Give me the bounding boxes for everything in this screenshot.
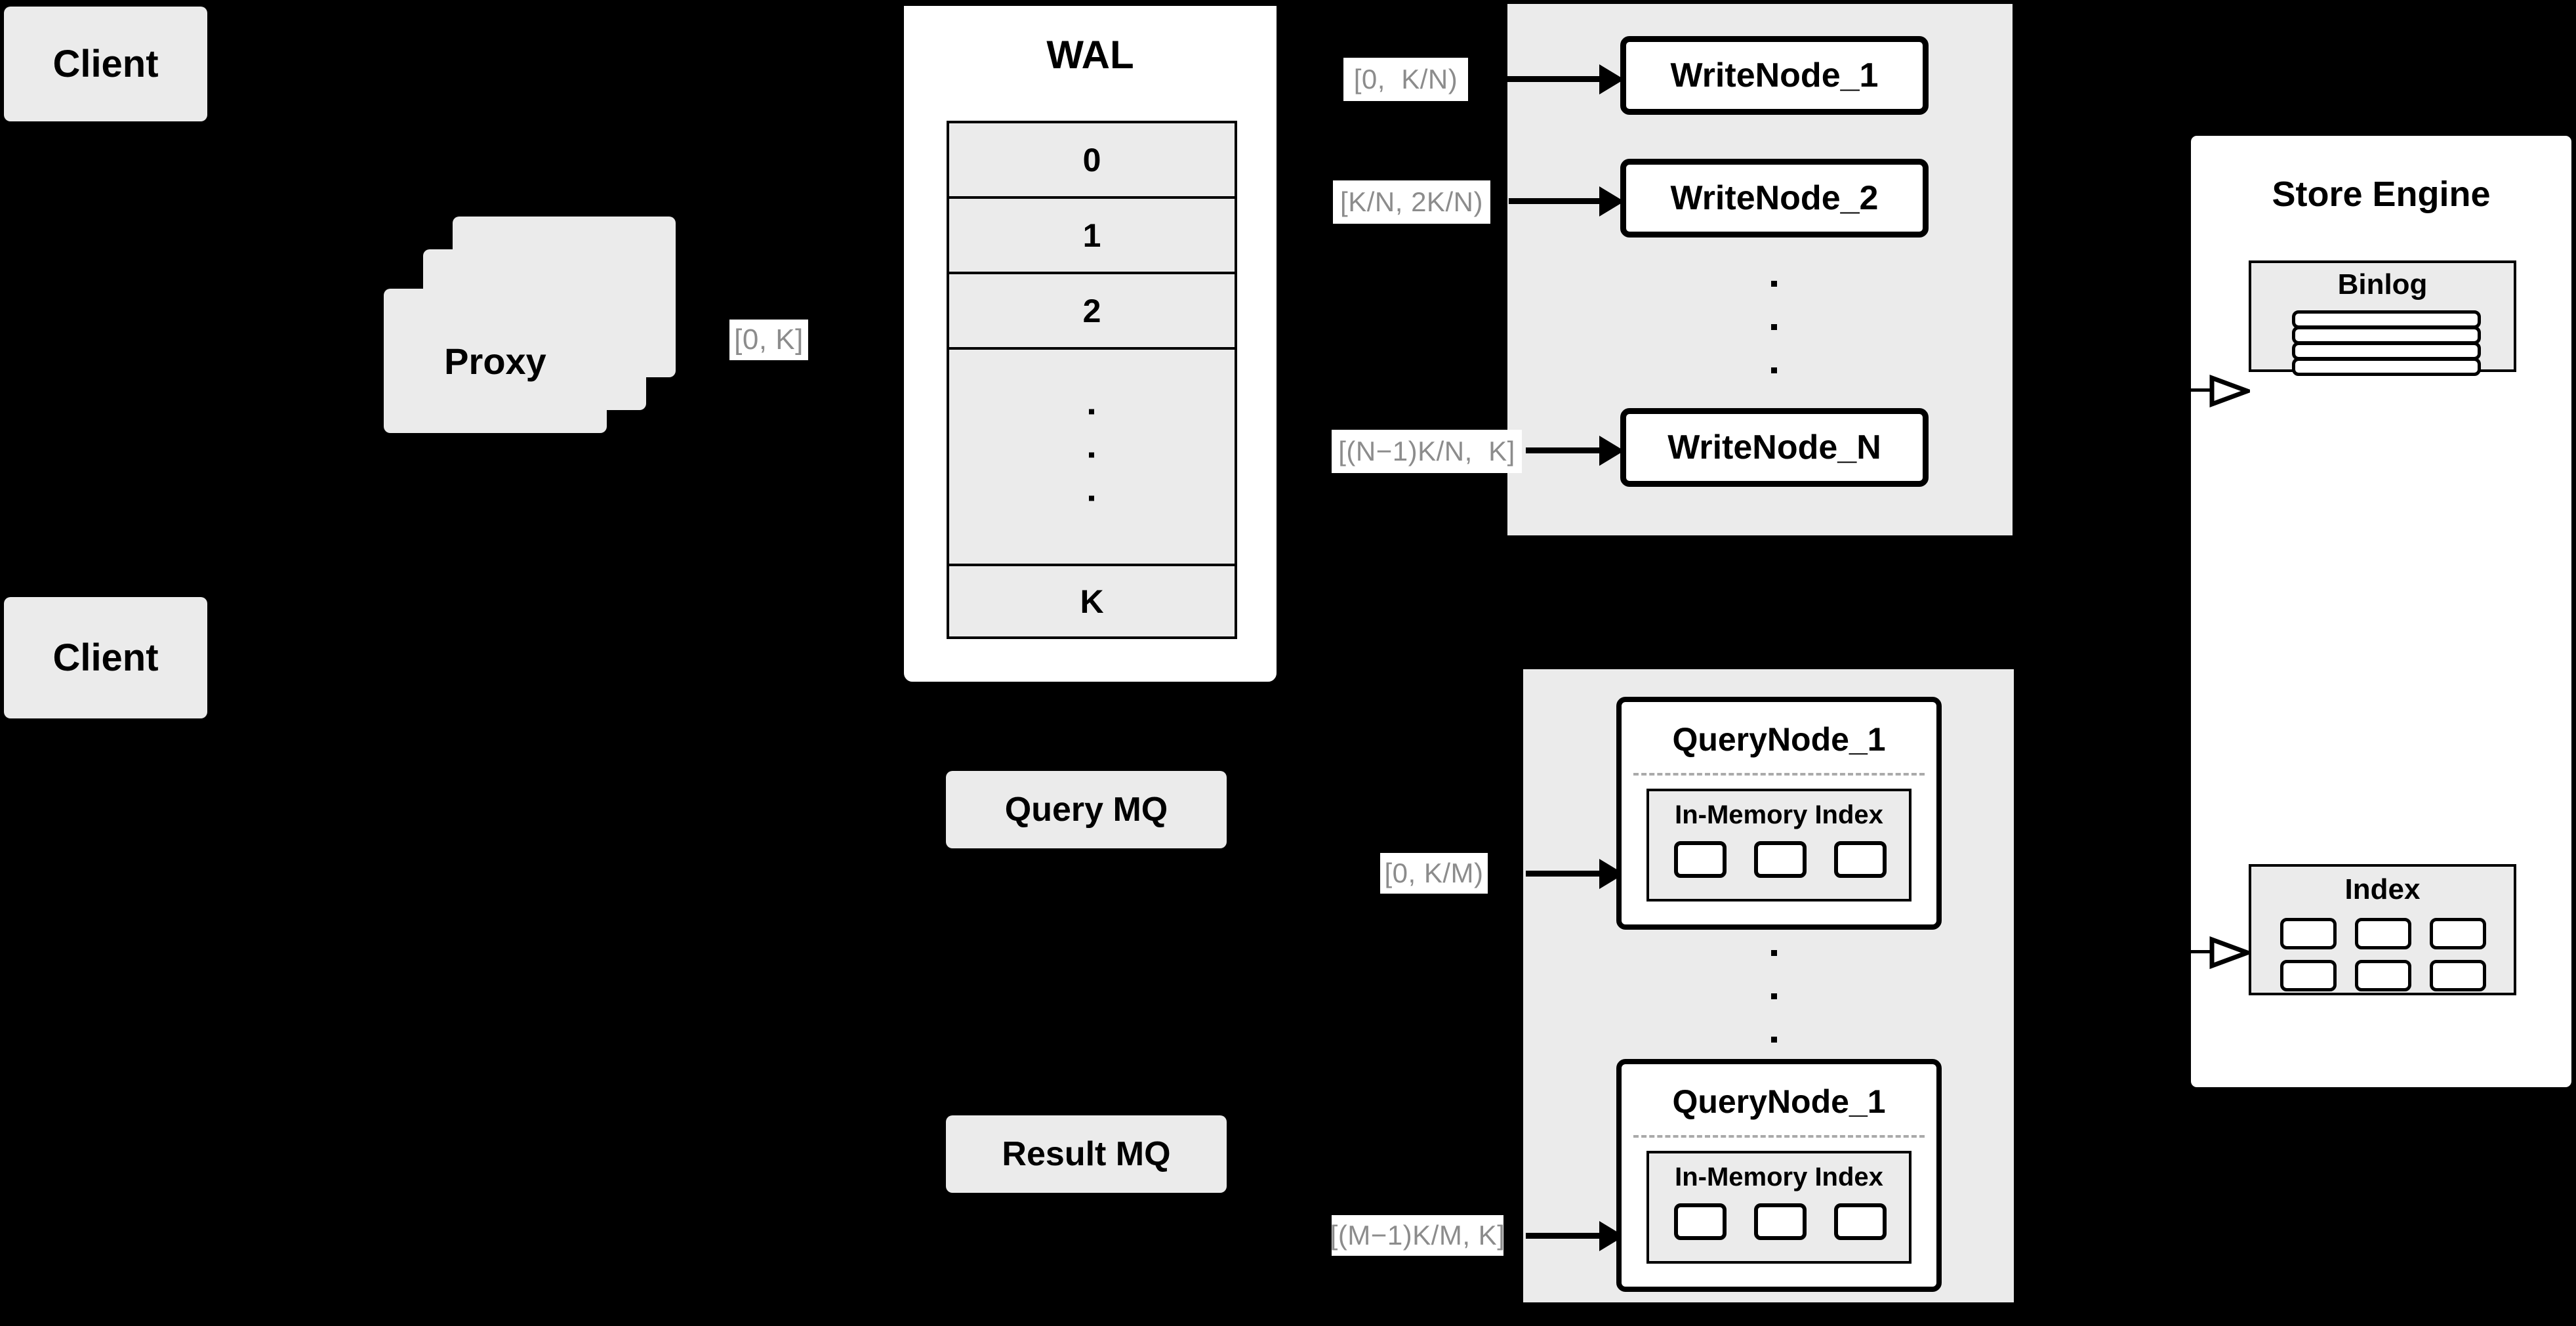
write-node-2-label: WriteNode_2 — [1670, 179, 1879, 217]
index-segment[interactable] — [1834, 841, 1887, 878]
query-node-1-range-label: [0, K/M) — [1380, 853, 1488, 894]
binlog-entry[interactable] — [2292, 358, 2481, 376]
index-segment[interactable] — [1674, 1203, 1727, 1240]
query-node-1-label: QueryNode_1 — [1672, 721, 1886, 758]
wal-panel-title: WAL — [1046, 33, 1134, 77]
write-node-n[interactable]: WriteNode_N — [1620, 408, 1929, 487]
write-node-n-label: WriteNode_N — [1667, 428, 1881, 466]
query-node-m-range-label: [(M−1)K/M, K] — [1330, 1215, 1505, 1256]
wal-vertical-ellipsis-icon — [1088, 409, 1095, 505]
store-engine-index-title: Index — [2344, 873, 2421, 905]
query-cluster-vertical-ellipsis-icon — [1771, 950, 1778, 1043]
index-segment[interactable] — [1754, 1203, 1807, 1240]
write-node-n-arrowhead-icon — [1599, 436, 1624, 466]
proxy-output-range-label: [0, K] — [729, 320, 808, 360]
query-node-m-separator — [1633, 1135, 1925, 1138]
store-engine-panel: Store Engine Binlog Index — [2186, 131, 2576, 1092]
query-node-m-in-memory-index: In-Memory Index — [1646, 1151, 1912, 1264]
query-node-m-connector — [1526, 1233, 1606, 1239]
query-node-m-label: QueryNode_1 — [1672, 1083, 1886, 1120]
client-node-1[interactable]: Client — [4, 7, 207, 121]
result-mq-label: Result MQ — [1002, 1135, 1171, 1173]
query-node-m[interactable]: QueryNode_1 In-Memory Index — [1616, 1059, 1942, 1292]
query-node-1-in-memory-index: In-Memory Index — [1646, 789, 1912, 901]
store-engine-binlog-arrowhead-icon — [2209, 374, 2250, 408]
wal-row[interactable]: 1 — [949, 199, 1235, 274]
write-node-1-connector — [1488, 76, 1606, 82]
write-node-n-range-label: [(N−1)K/N, K] — [1332, 430, 1522, 473]
query-node-m-in-memory-index-title: In-Memory Index — [1675, 1163, 1883, 1191]
store-engine-binlog-section: Binlog — [2249, 260, 2516, 376]
write-cluster-vertical-ellipsis-icon — [1771, 281, 1778, 373]
binlog-entry[interactable] — [2292, 342, 2481, 360]
wal-row[interactable]: K — [1080, 583, 1104, 620]
query-mq-label: Query MQ — [1004, 791, 1168, 829]
store-engine-index-connector — [2189, 950, 2217, 953]
index-entry[interactable] — [2430, 918, 2486, 949]
write-node-n-connector — [1526, 447, 1606, 453]
query-node-1-connector — [1526, 871, 1606, 877]
proxy-node-label: Proxy — [444, 340, 546, 382]
index-entry[interactable] — [2280, 960, 2337, 991]
write-node-2-arrowhead-icon — [1599, 186, 1624, 217]
index-segment[interactable] — [1834, 1203, 1887, 1240]
write-node-2[interactable]: WriteNode_2 — [1620, 159, 1929, 238]
result-mq-node[interactable]: Result MQ — [946, 1115, 1227, 1193]
write-node-1[interactable]: WriteNode_1 — [1620, 36, 1929, 115]
write-node-2-range-label: [K/N, 2K/N) — [1333, 180, 1490, 224]
wal-row-list: 0 1 2 K — [947, 121, 1237, 639]
query-node-1-separator — [1633, 773, 1925, 776]
query-node-1-in-memory-index-title: In-Memory Index — [1675, 800, 1883, 829]
proxy-node[interactable]: Proxy — [384, 289, 607, 433]
index-segment[interactable] — [1754, 841, 1807, 878]
client-node-1-label: Client — [52, 43, 159, 85]
wal-row[interactable]: 2 — [949, 274, 1235, 350]
store-engine-binlog-title: Binlog — [2337, 268, 2428, 300]
index-entry[interactable] — [2355, 960, 2411, 991]
query-node-1[interactable]: QueryNode_1 In-Memory Index — [1616, 697, 1942, 930]
write-node-1-range-label: [0, K/N) — [1343, 58, 1468, 101]
index-entry[interactable] — [2280, 918, 2337, 949]
query-mq-node[interactable]: Query MQ — [946, 771, 1227, 848]
store-engine-index-arrowhead-icon — [2209, 936, 2250, 970]
client-node-2-label: Client — [52, 636, 159, 679]
store-engine-index-section: Index — [2249, 864, 2516, 995]
wal-row-ellipsis — [949, 350, 1235, 566]
store-engine-binlog-connector — [2189, 388, 2217, 392]
index-entry[interactable] — [2355, 918, 2411, 949]
write-node-2-connector — [1509, 198, 1606, 204]
index-segment[interactable] — [1674, 841, 1727, 878]
write-node-1-arrowhead-icon — [1599, 64, 1624, 94]
client-node-2[interactable]: Client — [4, 597, 207, 718]
store-engine-panel-title: Store Engine — [2272, 175, 2491, 214]
write-node-1-label: WriteNode_1 — [1670, 56, 1879, 94]
index-entry[interactable] — [2430, 960, 2486, 991]
wal-row[interactable]: 0 — [949, 123, 1235, 199]
